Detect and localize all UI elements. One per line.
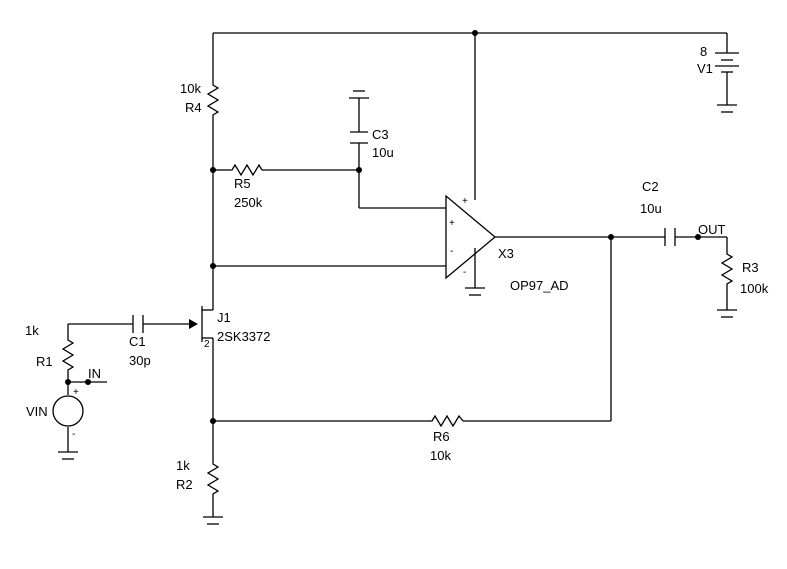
- v1-value: 8: [700, 44, 707, 59]
- capacitor-c1: [132, 315, 144, 333]
- opamp-inv-pin-label: -: [450, 246, 453, 257]
- battery-v1: [715, 52, 739, 73]
- r4-ref: R4: [185, 100, 202, 115]
- ground-c3: [349, 90, 369, 99]
- resistor-r4-symbol: [206, 80, 220, 120]
- component-labels: 10k R4 R5 250k C3 10u 8 V1 X3 OP97_AD C2…: [25, 44, 769, 492]
- wires: [67, 32, 728, 517]
- r5-ref: R5: [234, 176, 251, 191]
- r2-value: 1k: [176, 458, 190, 473]
- junction-dot: [210, 263, 216, 269]
- ground-v1: [717, 104, 737, 113]
- x3-part: OP97_AD: [510, 278, 569, 293]
- vin-minus-label: -: [72, 429, 75, 440]
- x3-ref: X3: [498, 246, 514, 261]
- resistor-r6-symbol: [428, 414, 464, 428]
- junction-dot: [65, 379, 71, 385]
- junction-dot: [472, 30, 478, 36]
- vin-ref: VIN: [26, 404, 48, 419]
- junction-dot: [210, 418, 216, 424]
- vin-plus-label: +: [73, 387, 79, 398]
- ground-r3: [717, 309, 737, 318]
- r1-ref: R1: [36, 354, 53, 369]
- r5-value: 250k: [234, 195, 263, 210]
- junction-dot: [695, 234, 701, 240]
- junction-dot: [85, 379, 91, 385]
- r4-value: 10k: [180, 81, 201, 96]
- ground-vin: [58, 451, 78, 460]
- resistor-r2: [206, 460, 220, 497]
- opamp-vminus-pin-label: -: [463, 267, 466, 278]
- r3-value: 100k: [740, 281, 769, 296]
- voltage-source-vin: + -: [52, 387, 84, 440]
- junctions: [65, 30, 701, 424]
- vin-circle: [52, 395, 84, 427]
- net-out-label: OUT: [698, 222, 726, 237]
- resistor-r5: [228, 163, 263, 177]
- junction-dot: [608, 234, 614, 240]
- resistor-r1: [61, 336, 75, 371]
- resistor-r3-symbol: [720, 250, 734, 285]
- capacitor-c2: [664, 228, 676, 246]
- r6-value: 10k: [430, 448, 451, 463]
- ground-r2: [203, 516, 223, 525]
- c3-value: 10u: [372, 145, 394, 160]
- c2-ref: C2: [642, 179, 659, 194]
- r1-value: 1k: [25, 323, 39, 338]
- resistor-r5-symbol: [228, 163, 263, 177]
- ground-opamp: [465, 287, 485, 296]
- net-in-label: IN: [88, 366, 101, 381]
- c2-value: 10u: [640, 201, 662, 216]
- jfet-gate-arrow-icon: [189, 319, 198, 329]
- r6-ref: R6: [433, 429, 450, 444]
- jfet-j1: 2: [189, 306, 213, 350]
- opamp-vplus-pin-label: +: [462, 196, 468, 207]
- jfet-pin-mark: 2: [204, 339, 210, 350]
- r3-ref: R3: [742, 260, 759, 275]
- junction-dot: [210, 167, 216, 173]
- capacitor-c3: [350, 131, 368, 144]
- opamp-noninv-pin-label: +: [449, 218, 455, 229]
- resistor-r6: [428, 414, 464, 428]
- opamp-x3: + - + -: [445, 194, 497, 280]
- r2-ref: R2: [176, 477, 193, 492]
- c1-value: 30p: [129, 353, 151, 368]
- j1-ref: J1: [217, 310, 231, 325]
- resistor-r2-symbol: [206, 460, 220, 497]
- c3-ref: C3: [372, 127, 389, 142]
- junction-dot: [356, 167, 362, 173]
- c1-ref: C1: [129, 334, 146, 349]
- resistor-r4: [206, 80, 220, 120]
- j1-part: 2SK3372: [217, 329, 271, 344]
- v1-ref: V1: [697, 61, 713, 76]
- resistor-r1-symbol: [61, 336, 75, 371]
- resistor-r3: [720, 250, 734, 285]
- opamp-triangle: [445, 194, 497, 280]
